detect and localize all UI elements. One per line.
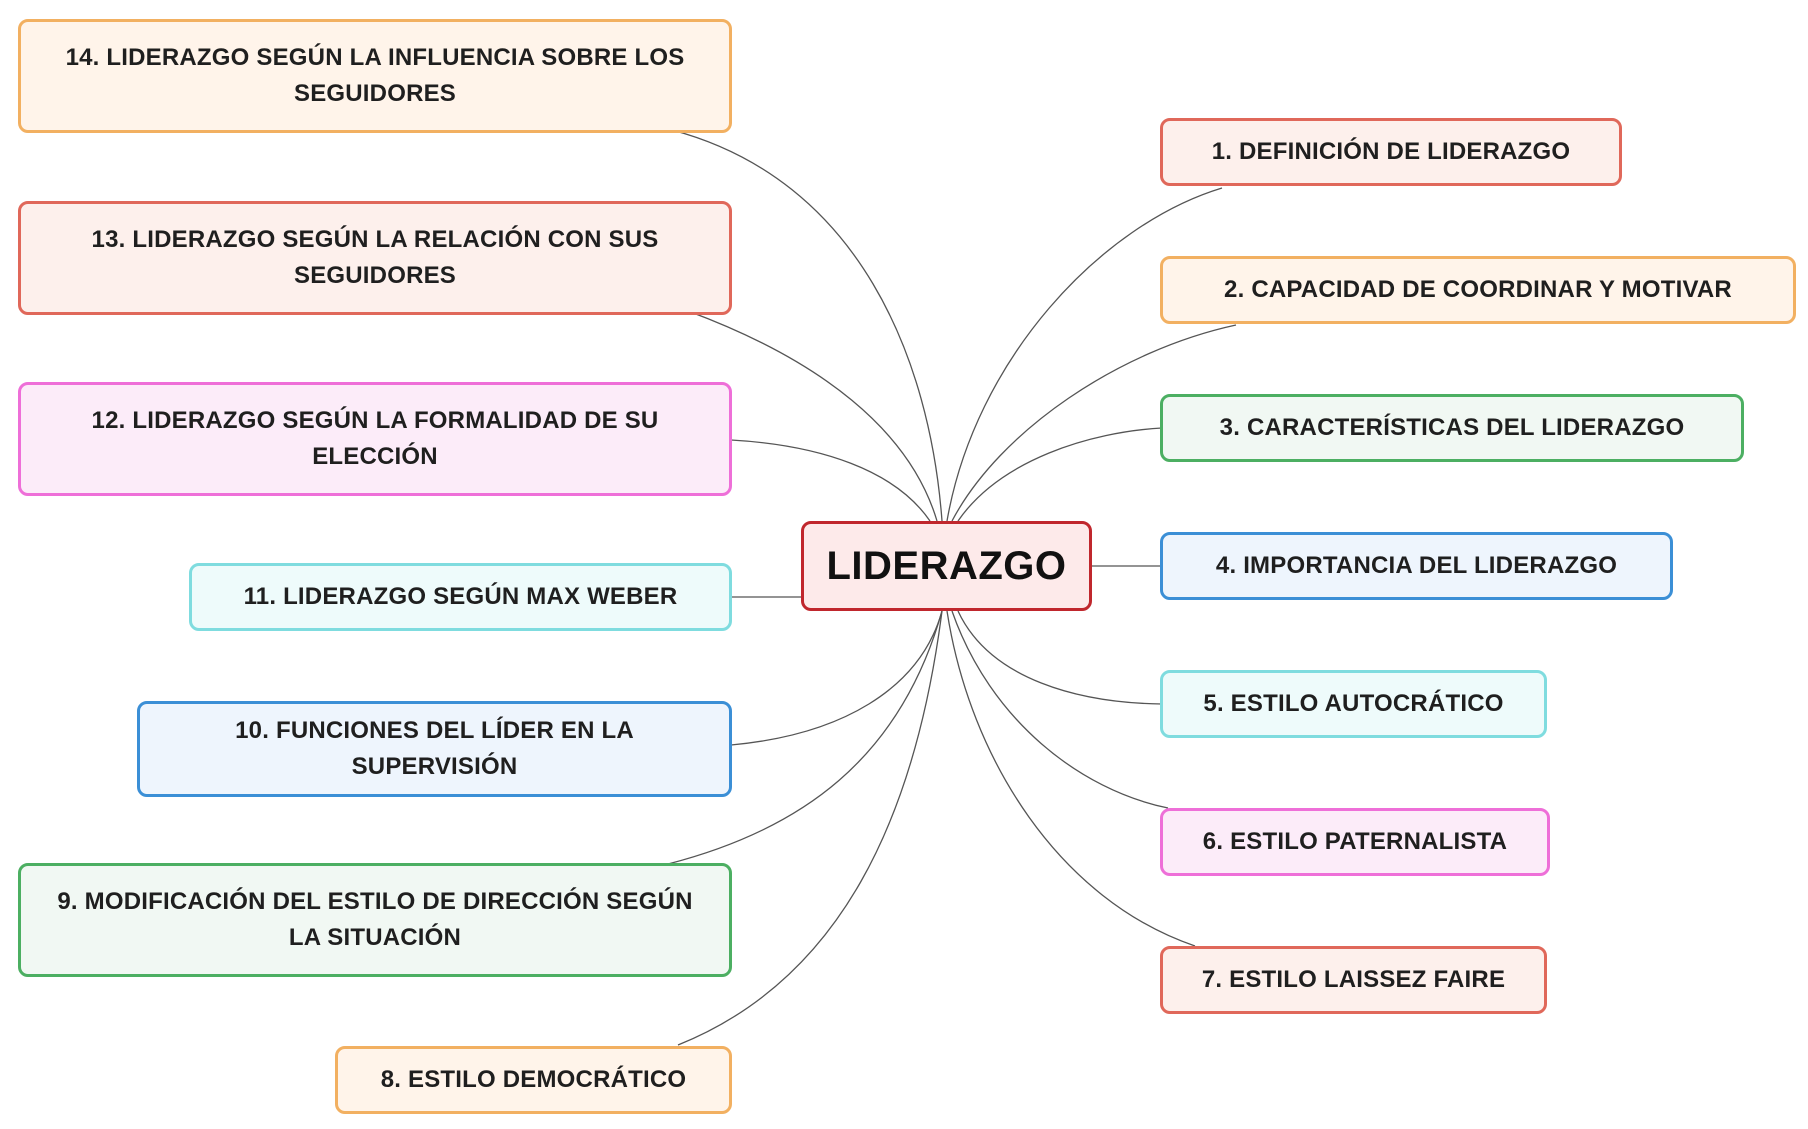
topic-8-label: 8. ESTILO DEMOCRÁTICO	[380, 1066, 687, 1093]
topic-3-label: 3. CARACTERÍSTICAS DEL LIDERAZGO	[1219, 414, 1685, 441]
connector-topic-10	[730, 610, 943, 746]
topic-5-label: 5. ESTILO AUTOCRÁTICO	[1203, 690, 1504, 717]
topic-7-laissez-faire[interactable]: 7. ESTILO LAISSEZ FAIRE	[1160, 946, 1547, 1014]
topic-10-funciones[interactable]: 10. FUNCIONES DEL LÍDER EN LA SUPERVISIÓ…	[137, 701, 732, 797]
topic-6-label: 6. ESTILO PATERNALISTA	[1202, 828, 1508, 855]
connector-topic-8	[677, 610, 943, 1046]
connector-topic-12	[730, 439, 931, 522]
connector-topic-3	[957, 427, 1163, 522]
connector-topic-5	[957, 610, 1163, 705]
central-topic-label: LIDERAZGO	[826, 543, 1067, 588]
topic-3-caracteristicas[interactable]: 3. CARACTERÍSTICAS DEL LIDERAZGO	[1160, 394, 1744, 462]
topic-6-paternalista[interactable]: 6. ESTILO PATERNALISTA	[1160, 808, 1550, 876]
topic-12-label: 12. LIDERAZGO SEGÚN LA FORMALIDAD DE SU …	[91, 407, 659, 470]
topic-14-influencia[interactable]: 14. LIDERAZGO SEGÚN LA INFLUENCIA SOBRE …	[18, 19, 732, 133]
topic-11-max-weber[interactable]: 11. LIDERAZGO SEGÚN MAX WEBER	[189, 563, 732, 631]
topic-11-label: 11. LIDERAZGO SEGÚN MAX WEBER	[243, 583, 678, 610]
topic-9-modificacion[interactable]: 9. MODIFICACIÓN DEL ESTILO DE DIRECCIÓN …	[18, 863, 732, 977]
topic-1-definicion[interactable]: 1. DEFINICIÓN DE LIDERAZGO	[1160, 118, 1622, 186]
topic-8-democratico[interactable]: 8. ESTILO DEMOCRÁTICO	[335, 1046, 732, 1114]
topic-4-label: 4. IMPORTANCIA DEL LIDERAZGO	[1215, 552, 1618, 579]
topic-2-label: 2. CAPACIDAD DE COORDINAR Y MOTIVAR	[1224, 276, 1732, 303]
connector-topic-9	[667, 610, 943, 865]
connector-topic-7	[946, 610, 1196, 947]
topic-12-formalidad[interactable]: 12. LIDERAZGO SEGÚN LA FORMALIDAD DE SU …	[18, 382, 732, 496]
topic-4-importancia[interactable]: 4. IMPORTANCIA DEL LIDERAZGO	[1160, 532, 1673, 600]
topic-5-autocratico[interactable]: 5. ESTILO AUTOCRÁTICO	[1160, 670, 1547, 738]
connector-topic-13	[687, 310, 938, 522]
topic-10-label: 10. FUNCIONES DEL LÍDER EN LA SUPERVISIÓ…	[235, 717, 634, 780]
central-topic-liderazgo[interactable]: LIDERAZGO	[801, 521, 1092, 611]
topic-13-label: 13. LIDERAZGO SEGÚN LA RELACIÓN CON SUS …	[91, 226, 659, 289]
connector-topic-2	[951, 324, 1237, 522]
connector-topic-6	[951, 610, 1169, 809]
connector-topic-14	[671, 129, 943, 522]
topic-1-label: 1. DEFINICIÓN DE LIDERAZGO	[1211, 138, 1571, 165]
connector-topic-1	[946, 187, 1223, 522]
topic-2-capacidad[interactable]: 2. CAPACIDAD DE COORDINAR Y MOTIVAR	[1160, 256, 1796, 324]
topic-9-label: 9. MODIFICACIÓN DEL ESTILO DE DIRECCIÓN …	[57, 888, 693, 951]
topic-7-label: 7. ESTILO LAISSEZ FAIRE	[1201, 966, 1506, 993]
topic-14-label: 14. LIDERAZGO SEGÚN LA INFLUENCIA SOBRE …	[65, 44, 685, 107]
topic-13-relacion[interactable]: 13. LIDERAZGO SEGÚN LA RELACIÓN CON SUS …	[18, 201, 732, 315]
